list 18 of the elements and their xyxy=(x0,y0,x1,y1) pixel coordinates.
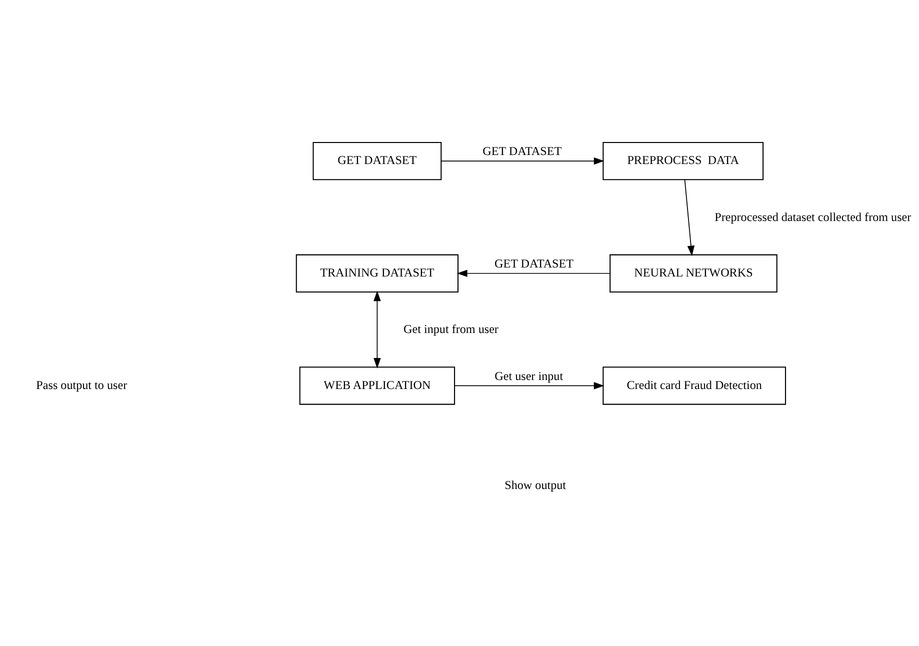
edge-label: GET DATASET xyxy=(494,256,574,270)
arrow xyxy=(374,290,381,368)
label: Pass output to user xyxy=(36,377,128,392)
arrow xyxy=(454,382,604,389)
edge-label: Get input from user xyxy=(404,322,498,336)
label: Show output xyxy=(504,478,566,492)
node-box: WEB APPLICATION xyxy=(299,366,456,404)
node-box: PREPROCESS DATA xyxy=(602,141,764,180)
edge-label: Preprocessed dataset collected from user xyxy=(714,209,912,224)
arrow xyxy=(684,178,695,256)
node-box: TRAINING DATASET xyxy=(296,254,458,292)
arrow xyxy=(456,269,610,277)
node-box: GET DATASET xyxy=(312,141,442,180)
arrow xyxy=(440,156,604,164)
edge-label: GET DATASET xyxy=(482,144,562,158)
node-box: Credit card Fraud Detection xyxy=(602,366,786,404)
edge-label: Get user input xyxy=(494,368,564,382)
node-box: NEURAL NETWORKS xyxy=(610,254,778,292)
